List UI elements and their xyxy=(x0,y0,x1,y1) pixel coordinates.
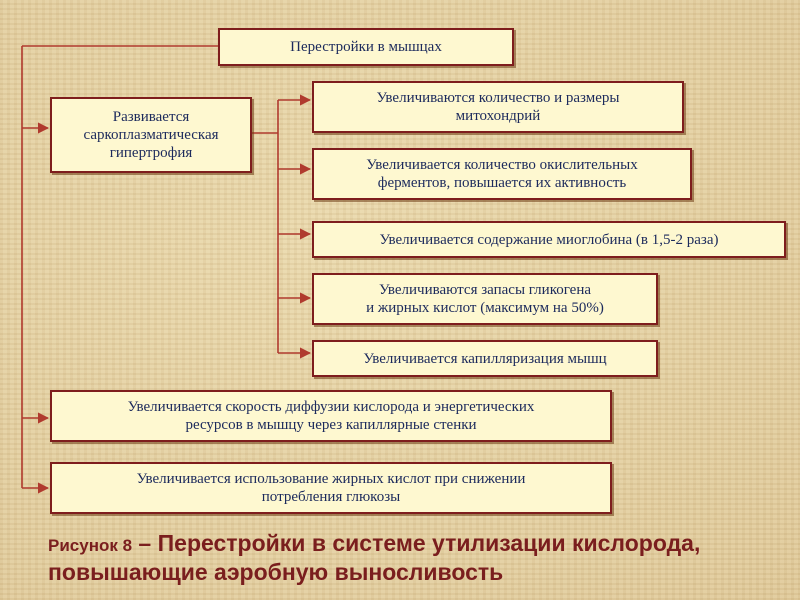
root-box: Перестройки в мышцах xyxy=(218,28,514,66)
figure-caption: Рисунок 8 – Перестройки в системе утилиз… xyxy=(48,530,788,586)
effect-box-mitochondria: Увеличиваются количество и размеры митох… xyxy=(312,81,684,133)
caption-dash: – xyxy=(132,530,158,556)
effect-box-oxidative-enzymes: Увеличивается количество окислительных ф… xyxy=(312,148,692,200)
hypertrophy-box: Развивается саркоплазматическая гипертро… xyxy=(50,97,252,173)
effect-box-capillarization: Увеличивается капилляризация мышц xyxy=(312,340,658,377)
diffusion-box: Увеличивается скорость диффузии кислород… xyxy=(50,390,612,442)
effect-box-glycogen: Увеличиваются запасы гликогена и жирных … xyxy=(312,273,658,325)
figure-number: Рисунок 8 xyxy=(48,536,133,555)
fat-usage-box: Увеличивается использование жирных кисло… xyxy=(50,462,612,514)
effect-box-myoglobin: Увеличивается содержание миоглобина (в 1… xyxy=(312,221,786,258)
caption-text: Перестройки в системе утилизации кислоро… xyxy=(48,530,701,585)
